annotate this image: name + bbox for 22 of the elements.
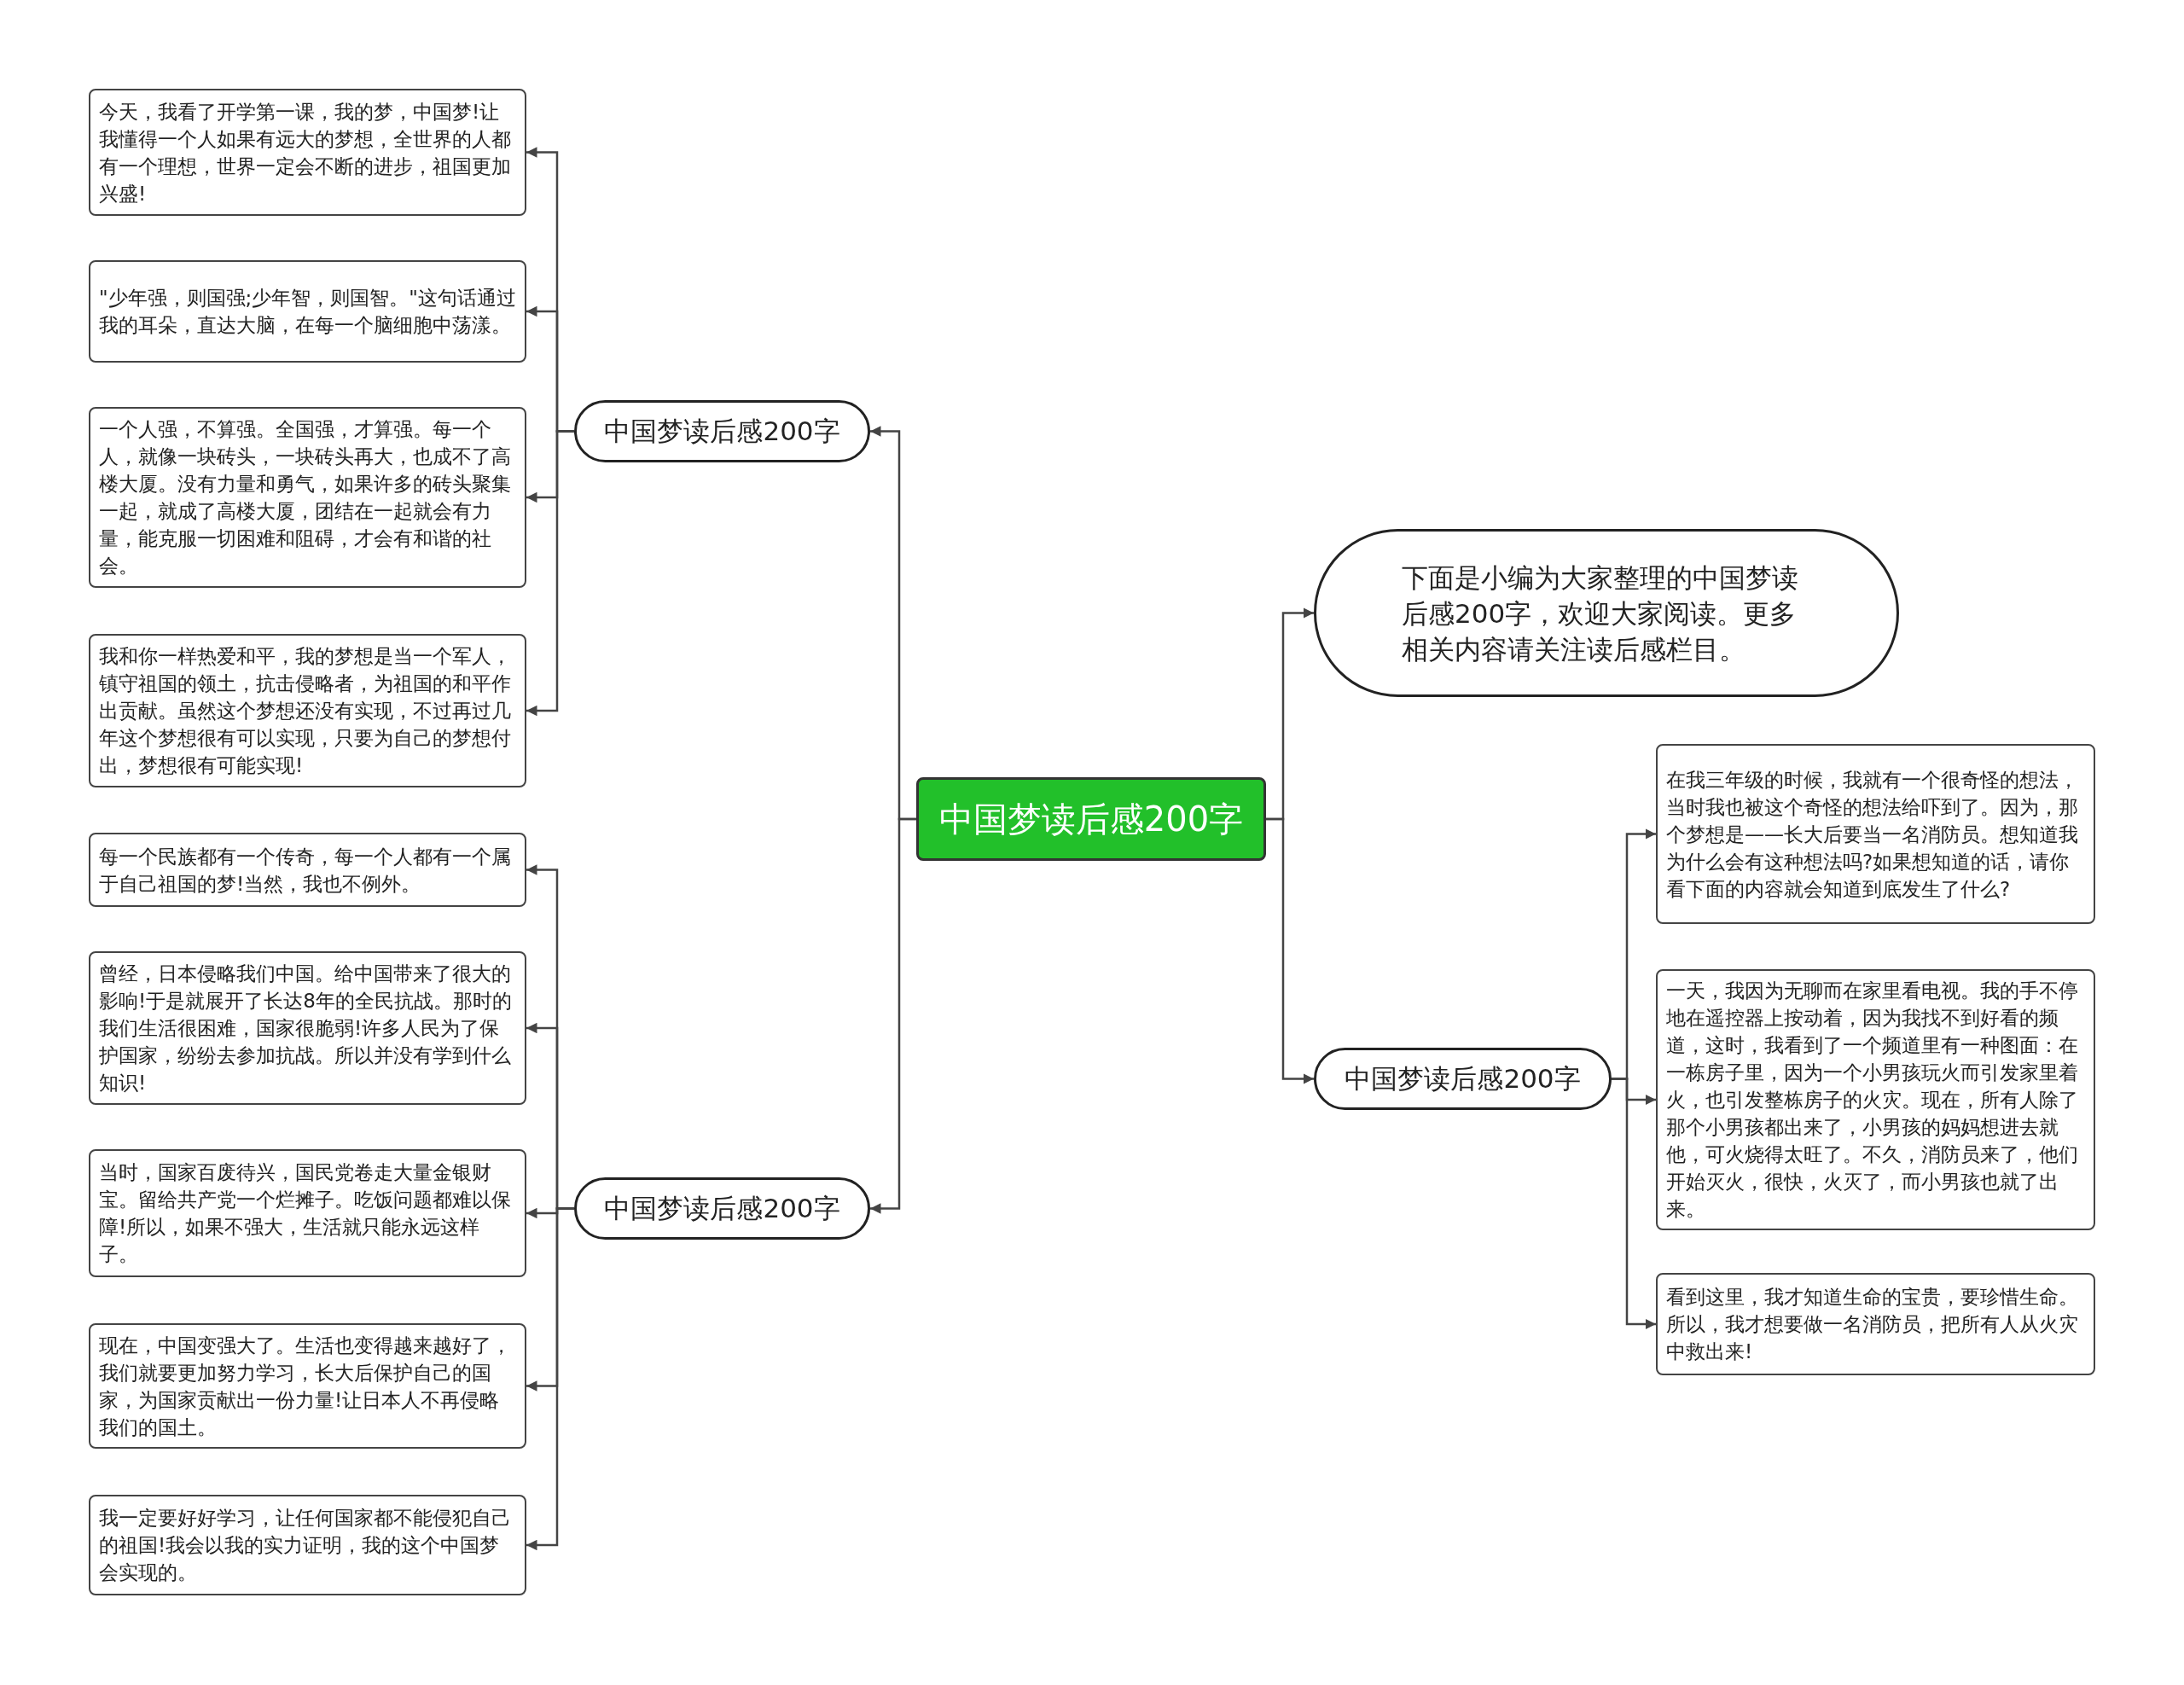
arrow: [1266, 817, 1314, 1084]
text-card: "少年强，则国强;少年智，则国智。"这句话通过我的耳朵，直达大脑，在每一个脑细胞中荡漾。: [89, 260, 526, 363]
text-card: 当时，国家百废待兴，国民党卷走大量金银财宝。留给共产党一个烂摊子。吃饭问题都难以保障!所以，如果不强大，生活就只能永远这样子。: [89, 1149, 526, 1277]
text-card: 现在，中国变强大了。生活也变得越来越好了，我们就要更加努力学习，长大后保护自己的国家，为国家贡献出一份力量!让日本人不再侵略我们的国土。: [89, 1323, 526, 1449]
text-card: 曾经，日本侵略我们中国。给中国带来了很大的影响!于是就展开了长达8年的全民抗战。那时的我们生活很困难，国家很脆弱!许多人民为了保护国家，纷纷去参加抗战。所以并没有学到什么知识!: [89, 951, 526, 1105]
arrow: [526, 1207, 574, 1551]
arrow: [526, 430, 574, 717]
text-card: 看到这里，我才知道生命的宝贵，要珍惜生命。所以，我才想要做一名消防员，把所有人从火灾中救出来!: [1656, 1273, 2095, 1375]
text-card: 一个人强，不算强。全国强，才算强。每一个人，就像一块砖头，一块砖头再大，也成不了高楼大厦。没有力量和勇气，如果许多的砖头聚集一起，就成了高楼大厦，团结在一起就会有力量，能克服一切困难和阻碍，才会有和谐的社会。: [89, 407, 526, 588]
text-card: 我和你一样热爱和平，我的梦想是当一个军人，镇守祖国的领土，抗击侵略者，为祖国的和平作出贡献。虽然这个梦想还没有实现，不过再过几年这个梦想很有可以实现，只要为自己的梦想付出，梦想很有可能实现!: [89, 634, 526, 787]
text-card: 一天，我因为无聊而在家里看电视。我的手不停地在遥控器上按动着，因为我找不到好看的频道，这时，我看到了一个频道里有一种图面：在一栋房子里，因为一个小男孩玩火而引发家里着火，也引发整栋房子的火灾。现在，所有人除了那个小男孩都出来了，小男孩的妈妈想进去就他，可火烧得太旺了。不久，消防员来了，他们开始灭火，很快，火灭了，而小男孩也就了出来。: [1656, 969, 2095, 1230]
arrow: [1612, 1078, 1656, 1330]
branch-pill: 中国梦读后感200字: [1314, 1048, 1612, 1110]
text-card: 在我三年级的时候，我就有一个很奇怪的想法，当时我也被这个奇怪的想法给吓到了。因为，那个梦想是——长大后要当一名消防员。想知道我为什么会有这种想法吗?如果想知道的话，请你看下面的内容就会知道到底发生了什么?: [1656, 744, 2095, 924]
topic-box: 中国梦读后感200字: [916, 777, 1266, 861]
branch-pill: 中国梦读后感200字: [574, 1177, 870, 1240]
text-card: 每一个民族都有一个传奇，每一个人都有一个属于自己祖国的梦!当然，我也不例外。: [89, 833, 526, 907]
branch-pill: 中国梦读后感200字: [574, 400, 870, 462]
summary-pill: 下面是小编为大家整理的中国梦读后感200字，欢迎大家阅读。更多相关内容请关注读后感栏目。: [1314, 529, 1899, 697]
text-card: 我一定要好好学习，让任何国家都不能侵犯自己的祖国!我会以我的实力证明，我的这个中国梦会实现的。: [89, 1495, 526, 1595]
arrow: [870, 817, 916, 1214]
text-card: 今天，我看了开学第一课，我的梦，中国梦!让我懂得一个人如果有远大的梦想，全世界的人都有一个理想，世界一定会不断的进步，祖国更加兴盛!: [89, 89, 526, 216]
